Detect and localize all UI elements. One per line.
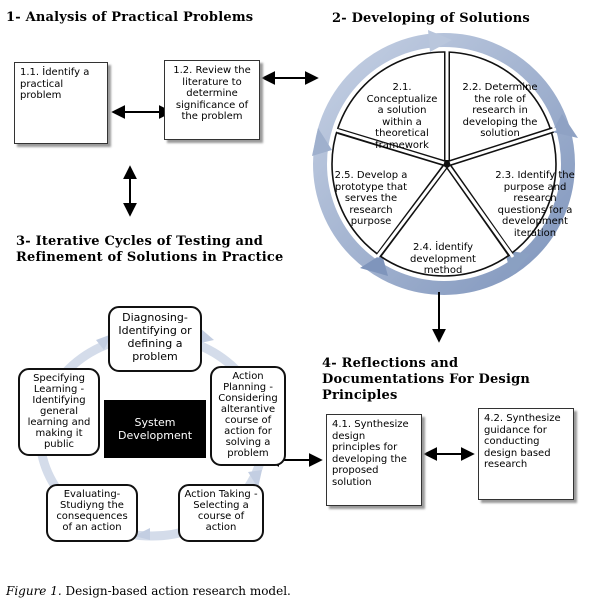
section-3-heading-line-1: 3- Iterative Cycles of Testing and [16,234,264,249]
cycle-arrow-right-icon [248,470,262,488]
cycle-step-evaluating: Evaluating-Studiyng the consequences of … [46,484,138,542]
box-1-2-review-literature: 1.2. Review the literature to determine … [164,60,260,140]
wheel-divider-gaps [335,50,557,258]
wheel-segment-2-5: 2.5. Develop a prototype that serves the… [334,170,408,227]
section-4-heading-line-1: 4- Reflections and [322,356,459,371]
box-4-2-guidance: 4.2. Synthesize guidance for conducting … [478,408,574,500]
cycle-step-action-planning: Action Planning - Considering alterantiv… [210,366,286,466]
ring-arrow-top-icon [428,30,452,52]
figure-caption-text: Design-based action research model. [61,584,291,598]
ring-arrow-right-icon [552,114,578,138]
section-1-heading: 1- Analysis of Practical Problems [6,10,254,25]
box-4-1-design-principles: 4.1. Synthesize design principles for de… [326,414,422,506]
figure-caption-label: Figure 1. [6,584,62,598]
system-development-center: System Development [104,400,206,458]
ring-arrow-left-icon [312,128,332,156]
wheel-segment-2-1: 2.1. Conceptualize a solution within a t… [366,82,438,151]
box-1-1-identify-problem: 1.1. İdentify a practical problem [14,62,108,144]
section-3-heading-line-2: Refinement of Solutions in Practice [16,250,284,265]
ring-arrow-bottom-icon [504,250,530,276]
cycle-step-diagnosing: Diagnosing-Identifying or defining a pro… [108,306,202,372]
cycle-step-specifying-learning: Specifying Learning - Identifying genera… [18,368,100,456]
development-wheel [312,30,578,295]
figure-caption: Figure 1. Design-based action research m… [6,584,291,598]
cycle-arrow-bottom-icon [134,528,150,540]
cycle-step-action-taking: Action Taking - Selecting a course of ac… [178,484,264,542]
wheel-segment-2-3: 2.3. Identify the purpose and research q… [495,170,575,239]
section-4-heading-line-2: Documentations For Design [322,372,531,387]
ring-arrow-lower-left-icon [360,254,388,276]
wheel-segment-2-2: 2.2. Determine the role of research in d… [462,82,538,139]
section-4-heading-line-3: Principles [322,388,398,403]
connector-arrows [111,71,475,467]
section-2-heading: 2- Developing of Solutions [332,11,530,26]
wheel-segment-2-4: 2.4. İdentify development method [410,242,476,276]
